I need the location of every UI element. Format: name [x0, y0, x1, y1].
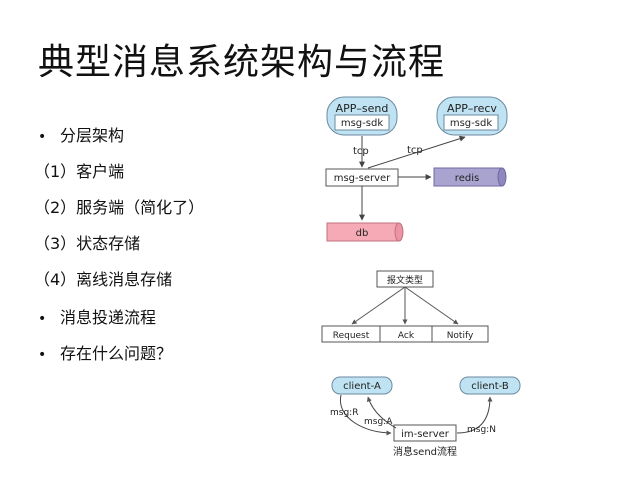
page-title: 典型消息系统架构与流程 [38, 42, 446, 83]
bullet-item: •分层架构 [38, 126, 125, 145]
msg-a-edge [366, 396, 397, 429]
bullet-text: （3）状态存储 [34, 234, 141, 253]
bullet-item: •消息投递流程 [38, 308, 157, 327]
db-label: db [356, 228, 369, 239]
bullet-item: （4）离线消息存储 [34, 266, 172, 290]
tree-edge-notify [404, 286, 459, 325]
flow-caption: 消息send流程 [393, 445, 457, 458]
tcp-recv-label: tcp [407, 145, 423, 156]
client-a-label: client-A [343, 381, 381, 392]
app-recv-node: APP–recv msg-sdk [436, 96, 508, 136]
app-send-node: APP–send msg-sdk [326, 96, 398, 136]
bullet-item: （1）客户端 [34, 158, 124, 182]
app-send-label: APP–send [336, 102, 389, 115]
tcp-edge-recv [367, 135, 466, 169]
bullet-item: •存在什么问题？ [38, 344, 173, 363]
client-b-node [459, 376, 521, 395]
client-a-node [331, 376, 393, 395]
tcp-send-label: tcp [353, 146, 369, 157]
msg-n-label: msg:N [467, 425, 496, 435]
bullet-text: 消息投递流程 [60, 308, 157, 327]
message-type-tree: 报文类型 Request Ack Notify [321, 270, 489, 343]
im-server-label: im-server [401, 429, 450, 440]
msg-n-edge [456, 396, 493, 434]
tree-child-notify-label: Notify [447, 331, 474, 341]
msg-r-label: msg:R [330, 408, 358, 418]
bullet-text: 存在什么问题？ [60, 344, 173, 363]
tree-edge-request [351, 286, 406, 325]
send-flow-diagram: client-A client-B im-server msg:R msg:A … [330, 376, 521, 458]
msg-a-label: msg:A [364, 417, 393, 427]
bullet-text: 分层架构 [60, 126, 125, 145]
bullet-text: （4）离线消息存储 [34, 270, 173, 289]
msg-server-label: msg-server [334, 173, 391, 184]
msg-r-edge [339, 394, 392, 436]
bullet-item: （2）服务端（简化了） [34, 194, 204, 218]
tree-child-ack-label: Ack [398, 331, 415, 341]
tree-child-request-label: Request [333, 331, 370, 341]
im-server-box [393, 424, 457, 442]
db-cylinder: db [326, 222, 404, 242]
tree-root-label: 报文类型 [387, 274, 423, 286]
app-recv-label: APP–recv [447, 102, 497, 115]
app-send-sdk-label: msg-sdk [341, 118, 383, 129]
bullet-text: （1）客户端 [34, 162, 125, 181]
redis-cylinder: redis [433, 167, 507, 187]
redis-label: redis [455, 173, 479, 184]
bullet-item: （3）状态存储 [34, 230, 140, 254]
client-b-label: client-B [471, 381, 509, 392]
app-recv-sdk-label: msg-sdk [450, 118, 492, 129]
architecture-diagram: APP–send msg-sdk APP–recv msg-sdk tcp tc… [325, 96, 508, 242]
bullet-text: （2）服务端（简化了） [34, 198, 205, 217]
tree-child-notify-box [431, 325, 489, 343]
